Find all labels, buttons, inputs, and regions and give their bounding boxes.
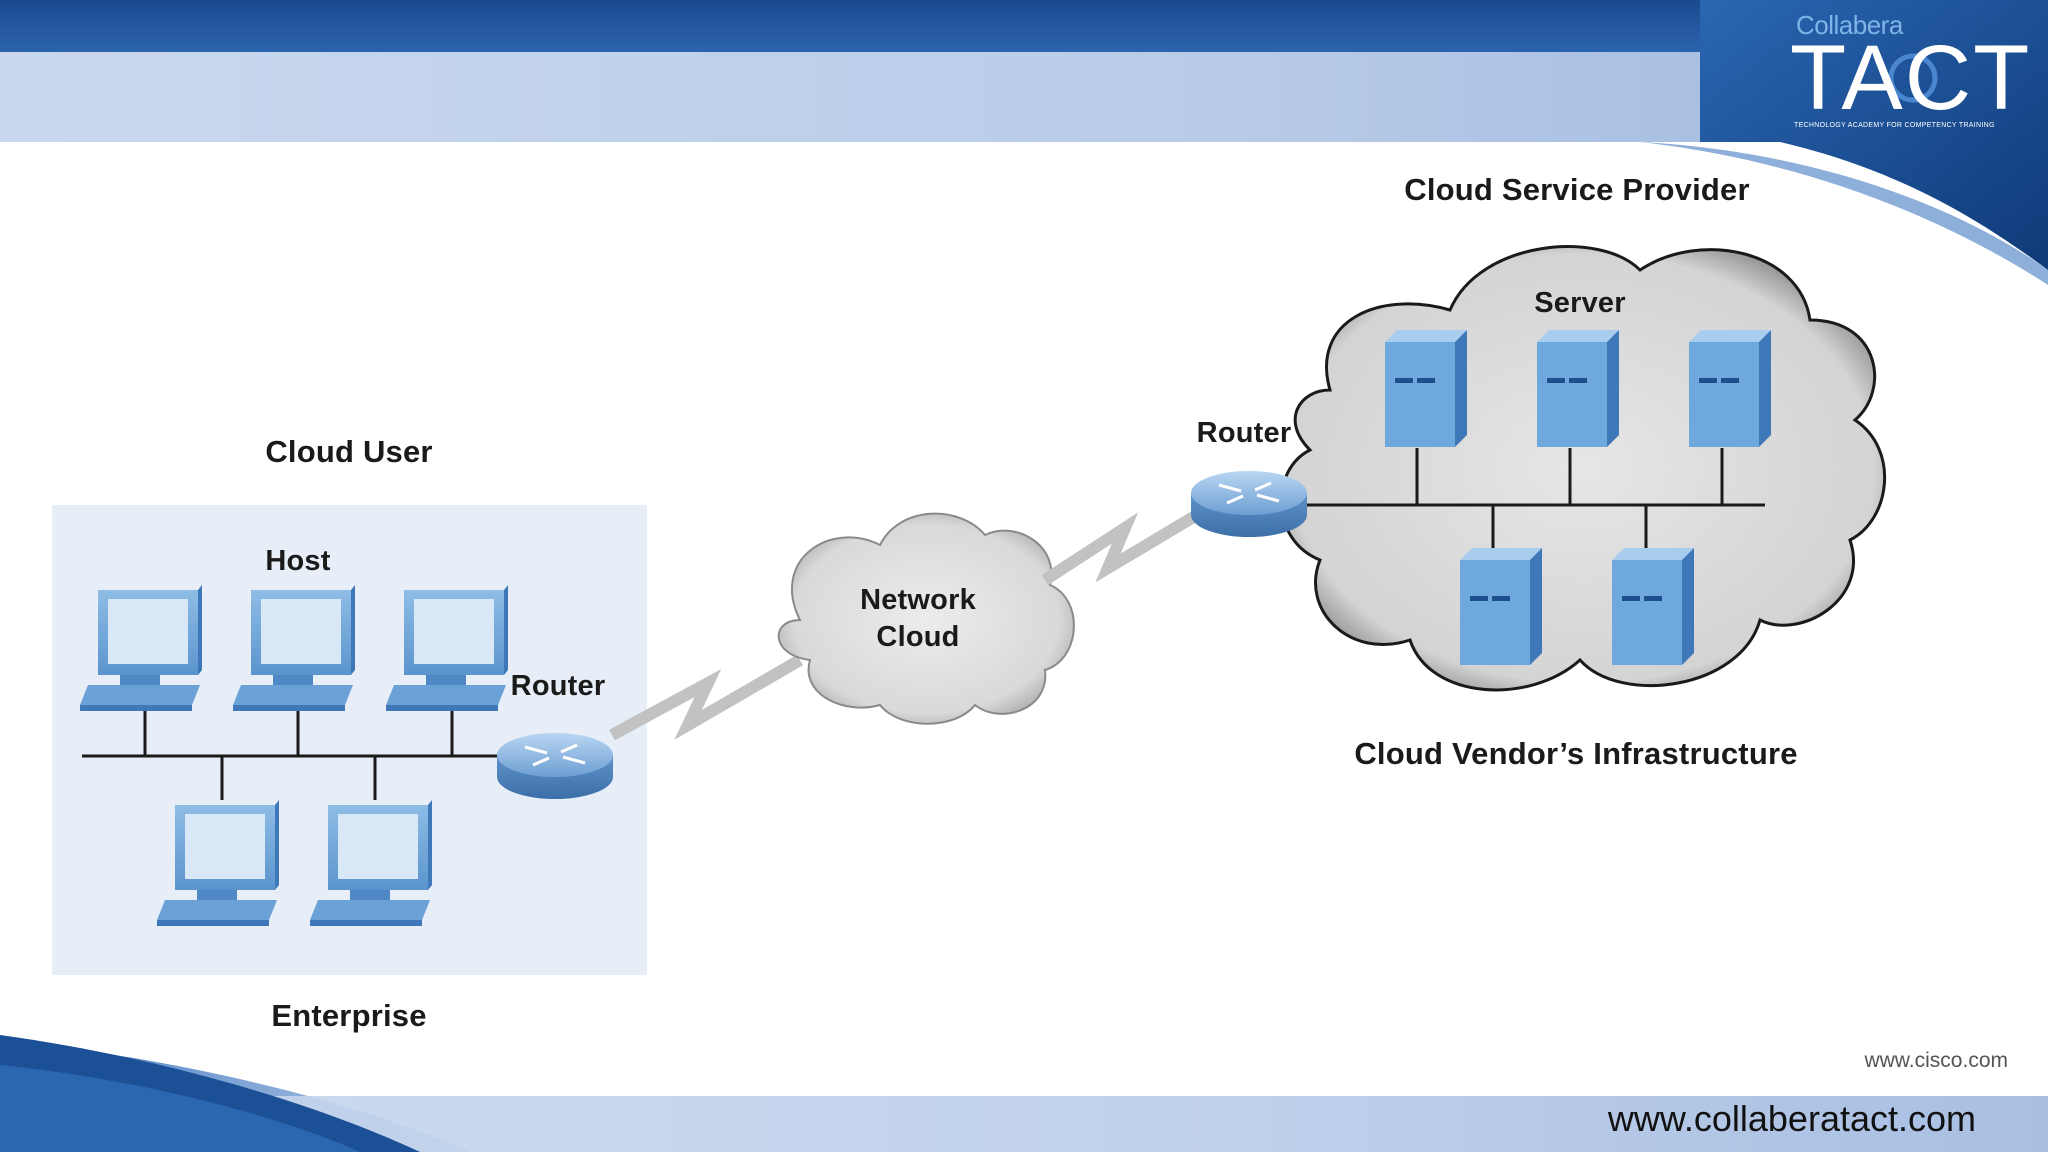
cloud-service-provider-label: Cloud Service Provider (1404, 172, 1750, 207)
host-computer-4 (157, 800, 279, 926)
network-cloud-label-line1: Network (860, 584, 976, 616)
network-cloud-label-line2: Cloud (876, 621, 960, 653)
server-icon-5 (1612, 548, 1694, 665)
wan-link-left (609, 654, 804, 741)
footer-band (0, 1035, 2048, 1152)
footer-url: www.collaberatact.com (1607, 1098, 1976, 1139)
cloud-vendor-infrastructure-label: Cloud Vendor’s Infrastructure (1354, 736, 1798, 771)
host-computer-2 (233, 585, 355, 711)
router-icon-right (1191, 471, 1307, 537)
header-band (0, 0, 2048, 285)
server-icon-1 (1385, 330, 1467, 447)
network-cloud (777, 512, 1075, 725)
logo-tagline: TECHNOLOGY ACADEMY FOR COMPETENCY TRAINI… (1794, 122, 1995, 129)
server-icon-2 (1537, 330, 1619, 447)
host-label: Host (265, 545, 331, 577)
enterprise-lan-bus (82, 706, 500, 800)
router-label-right: Router (1196, 417, 1292, 449)
provider-lan-bus (1290, 448, 1765, 550)
router-label-left: Router (510, 670, 606, 702)
logo-ring (1888, 53, 1938, 103)
logo-brand-main: TACT (1790, 27, 2032, 129)
host-computer-1 (80, 585, 202, 711)
host-computer-5 (310, 800, 432, 926)
source-credit: www.cisco.com (1864, 1049, 2008, 1072)
enterprise-label: Enterprise (271, 998, 427, 1033)
host-computer-3 (386, 585, 508, 711)
logo-brand-small: Collabera (1796, 10, 1903, 40)
wan-link-right (1041, 506, 1206, 586)
server-label: Server (1534, 287, 1626, 319)
tact-logo: Collabera TACT TECHNOLOGY ACADEMY FOR CO… (1790, 6, 2040, 134)
cloud-user-label: Cloud User (265, 434, 433, 469)
router-icon-left (497, 733, 613, 799)
server-icon-4 (1460, 548, 1542, 665)
server-icon-3 (1689, 330, 1771, 447)
